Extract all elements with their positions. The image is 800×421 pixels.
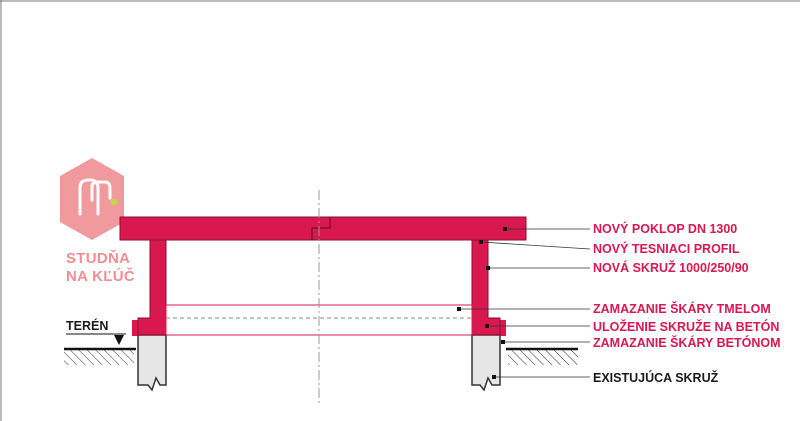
ground-hatch-left <box>64 349 134 365</box>
dot-gasket <box>479 240 483 244</box>
callout-concrete-joint: ZAMAZANIE ŠKÁRY BETÓNOM <box>593 335 781 350</box>
logo-text-line2: NA KĽÚČ <box>66 267 135 285</box>
ground-label: TERÉN <box>66 318 108 333</box>
existing-ring-left-wall <box>137 334 167 392</box>
callout-gasket: NOVÝ TESNIACI PROFIL <box>593 241 740 256</box>
dot-cover <box>503 227 507 231</box>
logo-text-line1: STUDŇA <box>66 249 130 267</box>
ground-hatch-right <box>508 349 578 365</box>
new-ring-right-wall <box>471 239 501 336</box>
callout-bedding: ULOŽENIE SKRUŽE NA BETÓN <box>593 319 779 334</box>
callout-cover: NOVÝ POKLOP DN 1300 <box>593 221 737 236</box>
manhole-cover-left-half <box>119 216 331 241</box>
ground-level-marker-icon <box>114 335 124 345</box>
manhole-cover <box>119 216 527 241</box>
studna-na-kluc-logo: STUDŇA NA KĽÚČ <box>60 158 135 285</box>
leader-gasket <box>480 241 591 250</box>
mortar-joint-left <box>132 320 138 336</box>
logo-dot-icon <box>110 198 118 206</box>
logo-mark-icon <box>78 178 112 216</box>
existing-ring-right-wall <box>471 334 501 392</box>
leader-lines <box>459 228 591 378</box>
callout-sealant: ZAMAZANIE ŠKÁRY TMELOM <box>593 301 771 316</box>
manhole-cover-right-half <box>311 216 527 241</box>
dot-concrete-joint <box>501 340 505 344</box>
dot-new-ring <box>486 266 490 270</box>
callout-labels: NOVÝ POKLOP DN 1300 NOVÝ TESNIACI PROFIL… <box>593 221 781 385</box>
dot-existing-ring <box>492 375 496 379</box>
dot-bedding <box>485 324 489 328</box>
callout-new-ring: NOVÁ SKRUŽ 1000/250/90 <box>593 260 749 275</box>
leader-dots <box>457 227 507 379</box>
mortar-joint-right <box>500 320 506 336</box>
new-ring-left-wall <box>137 239 167 336</box>
dot-sealant <box>457 307 461 311</box>
ground <box>64 347 578 365</box>
manhole-cover-joint-line <box>311 217 331 240</box>
callout-existing-ring: EXISTUJÚCA SKRUŽ <box>593 370 719 385</box>
